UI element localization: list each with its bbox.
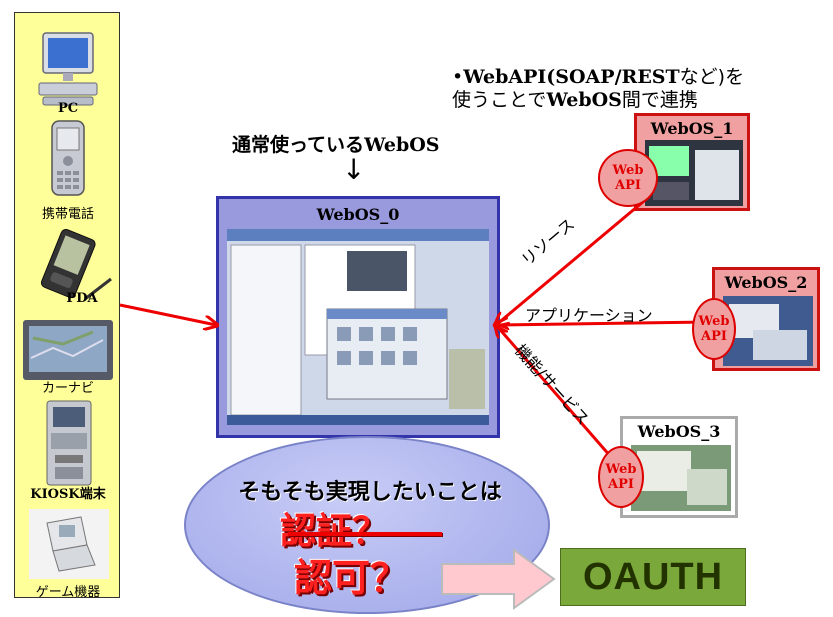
webos-0-screenshot	[227, 229, 489, 425]
oauth-logo: OAUTH	[560, 548, 746, 606]
oauth-label: OAUTH	[582, 555, 724, 598]
pc-icon	[38, 32, 98, 106]
authz-question: 認可？	[294, 556, 409, 600]
webapi-note: •WebAPI(SOAP/RESTなど)を 使うことでWebOS間で連携	[452, 66, 744, 112]
device-label-mobile-phone: 携帯電話	[41, 207, 94, 222]
auth-text: 認証？	[280, 511, 389, 552]
device-label-pda: PDA	[66, 291, 98, 306]
kiosk-terminal-icon	[46, 400, 92, 486]
webos1-arrow	[496, 194, 651, 325]
note-bold-1: WebAPI(SOAP/REST	[463, 66, 680, 88]
device-label-kiosk: KIOSK端末	[30, 487, 106, 502]
pda-to-webos-arrow	[119, 303, 216, 325]
webos-2-window: WebOS_2	[712, 267, 820, 371]
note-bold-2: WebOS	[546, 89, 622, 111]
usual-text: 通常使っている	[232, 134, 365, 156]
webos-3-screenshot	[631, 445, 731, 511]
pda-icon	[40, 229, 112, 301]
webos-1-title: WebOS_1	[650, 119, 734, 138]
application-label: アプリケーション	[525, 306, 653, 325]
device-label-pc: PC	[57, 101, 79, 116]
webos-2-screenshot	[723, 296, 813, 366]
note-bullet: •	[452, 66, 464, 88]
webos-1-screenshot	[645, 140, 743, 206]
device-label-car-navigation: カーナビ	[41, 381, 94, 396]
webos2-arrow	[496, 322, 711, 325]
webos-0-title: WebOS_0	[316, 205, 400, 224]
usual-webos-label: 通常使っているWebOS	[232, 130, 440, 157]
car-navigation-icon	[23, 320, 113, 380]
usual-bold: WebOS	[364, 134, 440, 156]
game-console-icon	[29, 509, 109, 579]
note-text-2b: 間で連携	[621, 89, 698, 111]
webos-0-window: WebOS_0	[216, 196, 500, 438]
webos-2-title: WebOS_2	[724, 273, 808, 292]
webos-1-window: WebOS_1	[634, 113, 750, 211]
webos3-arrow	[496, 325, 620, 466]
device-label-game-console: ゲーム機器	[35, 585, 101, 600]
device-panel: PC 携帯電話 PDA カーナビ KIOSK端末	[14, 12, 120, 600]
note-text-2a: 使うことで	[452, 89, 547, 111]
note-text-1: など)を	[679, 66, 745, 88]
pink-arrow-icon	[441, 548, 556, 610]
auth-strikethrough	[288, 532, 442, 536]
question-heading: そもそも実現したいことは	[238, 480, 502, 505]
webos-3-title: WebOS_3	[637, 422, 721, 441]
auth-question: 認証？	[280, 512, 388, 552]
mobile-phone-icon	[51, 120, 85, 196]
usual-down-arrow: ↓	[342, 153, 366, 186]
